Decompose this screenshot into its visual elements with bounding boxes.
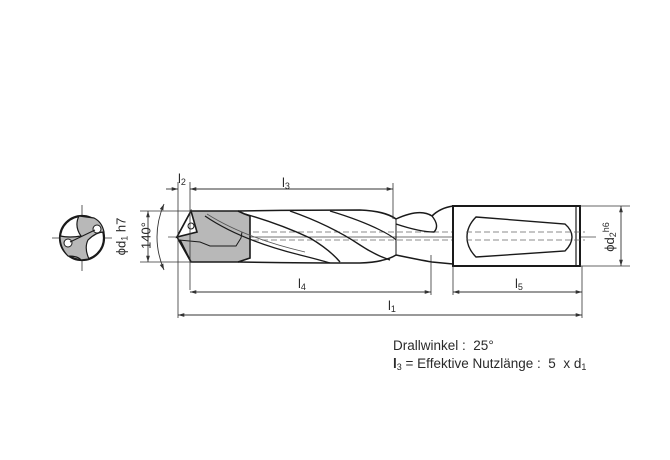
drill-body bbox=[204, 205, 454, 265]
effective-length-note: l3 = Effektive Nutzlänge : 5 x d1 bbox=[393, 356, 587, 372]
drill-tip bbox=[175, 208, 251, 263]
helix-angle-note: Drallwinkel : 25° bbox=[393, 338, 494, 353]
dim-l2-label: l2 bbox=[178, 171, 186, 187]
dim-d1-label: ϕd1 h7 bbox=[113, 217, 130, 256]
dim-d2-label: ϕd2h6 bbox=[601, 222, 618, 252]
dim-l1-label: l1 bbox=[388, 298, 396, 314]
drill-shank bbox=[452, 205, 585, 267]
dim-l4-label: l4 bbox=[298, 276, 306, 292]
end-view-icon bbox=[52, 205, 112, 271]
drawing-notes: Drallwinkel : 25° l3 = Effektive Nutzlän… bbox=[393, 337, 586, 376]
dimension-lines bbox=[146, 187, 623, 317]
dim-point-angle-label: 140° bbox=[138, 222, 154, 249]
dim-l3-label: l3 bbox=[282, 175, 290, 191]
dim-l5-label: l5 bbox=[515, 276, 523, 292]
